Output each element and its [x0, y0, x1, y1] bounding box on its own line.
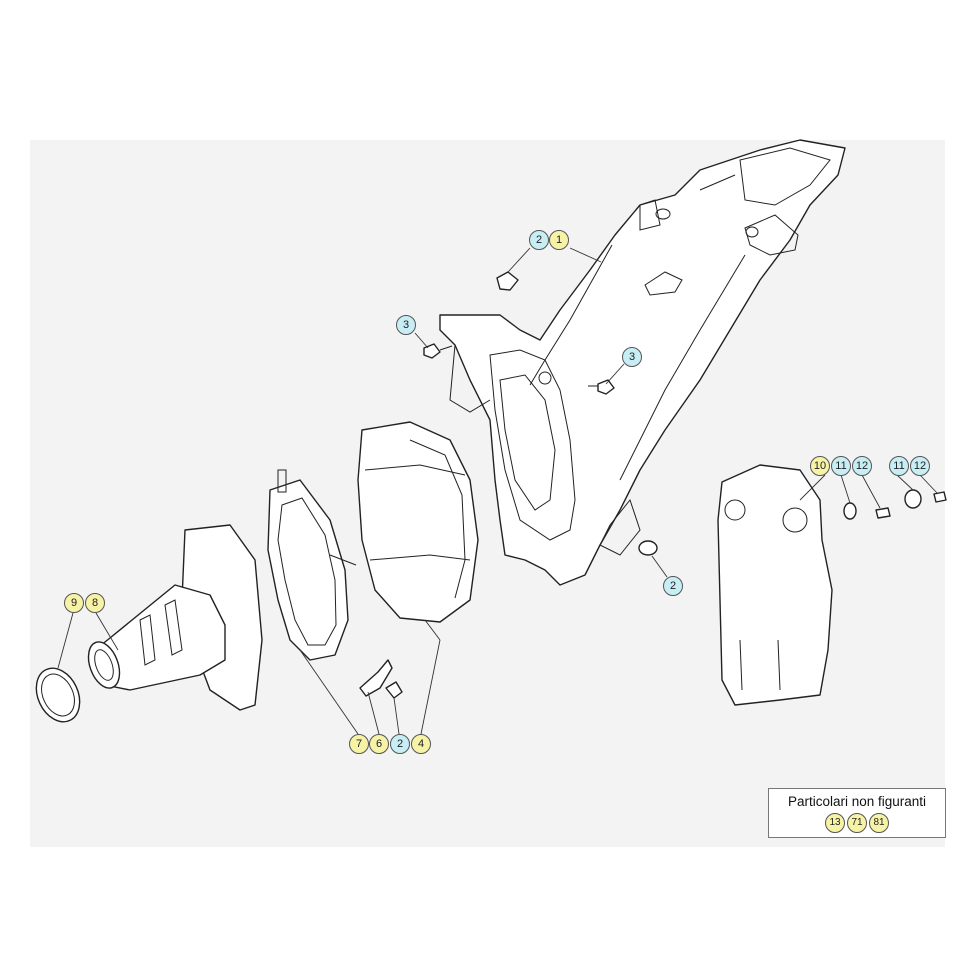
svg-text:3: 3 — [403, 319, 409, 331]
callout-1-top: 1 — [549, 230, 569, 250]
callout-11b: 11 — [889, 456, 909, 476]
not-shown-parts-legend: Particolari non figuranti 13 71 81 — [768, 788, 946, 838]
filter-cage — [267, 469, 357, 661]
airbox-frame — [439, 139, 846, 586]
bolt-left — [423, 343, 453, 359]
legend-number: 13 — [825, 813, 845, 833]
rubber-grommet-top — [496, 271, 519, 291]
clip-parts — [359, 659, 403, 699]
callout-4: 4 — [411, 734, 431, 754]
side-cover — [717, 464, 833, 706]
svg-text:7: 7 — [356, 738, 362, 750]
callout-12b: 12 — [910, 456, 930, 476]
callout-7: 7 — [349, 734, 369, 754]
callout-2-bottom: 2 — [390, 734, 410, 754]
callout-11a: 11 — [831, 456, 851, 476]
svg-text:8: 8 — [92, 597, 98, 609]
washer-bolt-set — [843, 489, 947, 520]
callout-10: 10 — [810, 456, 830, 476]
callout-3-left: 3 — [396, 315, 416, 335]
callout-2-top: 2 — [529, 230, 549, 250]
legend-number: 71 — [847, 813, 867, 833]
svg-text:11: 11 — [835, 460, 846, 472]
svg-text:12: 12 — [914, 460, 926, 472]
air-filter — [357, 421, 479, 623]
svg-text:3: 3 — [629, 351, 635, 363]
hose-clamp — [35, 667, 81, 723]
rubber-grommet-right — [638, 540, 658, 556]
svg-text:1: 1 — [556, 234, 562, 246]
svg-text:4: 4 — [418, 738, 424, 750]
callout-3-right: 3 — [622, 347, 642, 367]
leader-lines — [57, 247, 939, 735]
bolt-right — [588, 379, 615, 395]
svg-text:2: 2 — [397, 738, 403, 750]
intake-boot — [87, 524, 263, 711]
svg-text:6: 6 — [376, 738, 382, 750]
callout-8: 8 — [85, 593, 105, 613]
svg-text:11: 11 — [893, 460, 904, 472]
legend-number: 81 — [869, 813, 889, 833]
callout-12a: 12 — [852, 456, 872, 476]
svg-text:2: 2 — [670, 580, 676, 592]
legend-numbers: 13 71 81 — [769, 813, 945, 833]
legend-title: Particolari non figuranti — [787, 794, 927, 809]
svg-text:12: 12 — [856, 460, 868, 472]
svg-text:9: 9 — [71, 597, 77, 609]
svg-text:10: 10 — [814, 460, 826, 472]
callout-2-right: 2 — [663, 576, 683, 596]
callout-6: 6 — [369, 734, 389, 754]
svg-text:2: 2 — [536, 234, 542, 246]
callout-9: 9 — [64, 593, 84, 613]
